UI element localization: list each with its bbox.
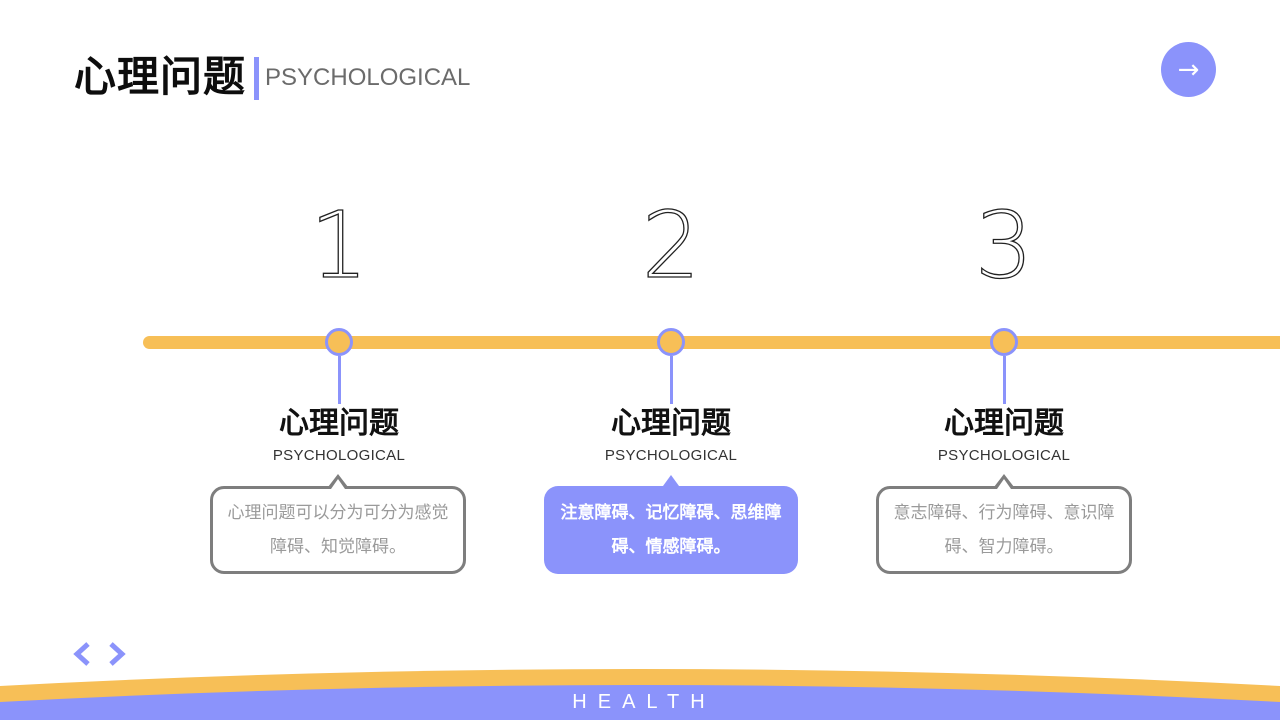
chevron-left-icon bbox=[73, 642, 90, 666]
page-subtitle: PSYCHOLOGICAL bbox=[265, 64, 471, 91]
title-divider bbox=[254, 57, 259, 100]
timeline-stem-2 bbox=[670, 356, 673, 404]
arrow-right-icon: → bbox=[1177, 54, 1200, 85]
step-description-1: 心理问题可以分为可分为感觉障碍、知觉障碍。 bbox=[210, 474, 466, 574]
timeline-node-3 bbox=[990, 328, 1018, 356]
step-description-3: 意志障碍、行为障碍、意识障碍、智力障碍。 bbox=[876, 474, 1132, 574]
next-slide-button[interactable] bbox=[103, 640, 131, 668]
bubble-tail-inner bbox=[997, 479, 1011, 489]
step-text-2: 注意障碍、记忆障碍、思维障碍、情感障碍。 bbox=[560, 503, 782, 557]
bubble-tail bbox=[663, 475, 679, 486]
footer-label: HEALTH bbox=[572, 691, 716, 713]
footer-wave bbox=[0, 669, 1280, 720]
step-text-1: 心理问题可以分为可分为感觉障碍、知觉障碍。 bbox=[227, 503, 449, 557]
page-title: 心理问题 bbox=[74, 52, 247, 101]
timeline-node-2 bbox=[657, 328, 685, 356]
prev-slide-button[interactable] bbox=[68, 640, 96, 668]
timeline-node-1 bbox=[325, 328, 353, 356]
step-subtitle-2: PSYCHOLOGICAL bbox=[604, 447, 738, 464]
step-number-2: 2 bbox=[641, 192, 701, 299]
step-number-3: 3 bbox=[974, 192, 1034, 299]
step-text-3: 意志障碍、行为障碍、意识障碍、智力障碍。 bbox=[893, 503, 1115, 557]
timeline-stem-3 bbox=[1003, 356, 1006, 404]
step-subtitle-3: PSYCHOLOGICAL bbox=[937, 447, 1071, 464]
step-description-2: 注意障碍、记忆障碍、思维障碍、情感障碍。 bbox=[544, 475, 798, 574]
chevron-right-icon bbox=[109, 642, 126, 666]
timeline-line bbox=[143, 336, 1280, 349]
next-page-button[interactable]: → bbox=[1161, 42, 1216, 97]
step-title-3: 心理问题 bbox=[944, 406, 1064, 441]
step-title-2: 心理问题 bbox=[611, 406, 731, 441]
step-title-1: 心理问题 bbox=[279, 406, 399, 441]
step-number-1: 1 bbox=[309, 192, 369, 299]
step-subtitle-1: PSYCHOLOGICAL bbox=[272, 447, 406, 464]
timeline-stem-1 bbox=[338, 356, 341, 404]
bubble-tail-inner bbox=[331, 479, 345, 489]
